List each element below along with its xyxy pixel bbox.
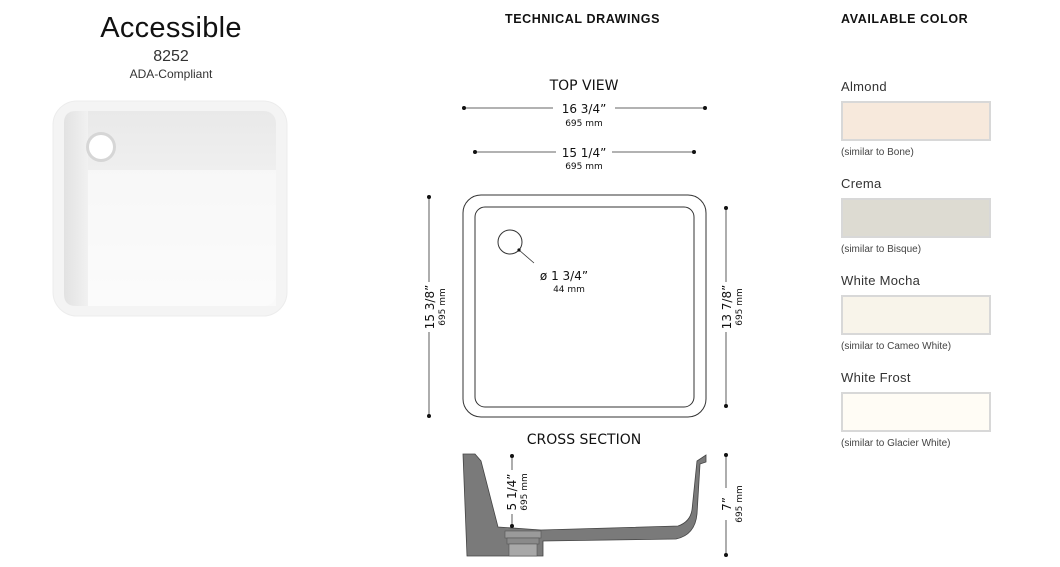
color-option-white-frost[interactable]: White Frost (similar to Glacier White) xyxy=(841,370,1001,467)
cross-section-profile xyxy=(462,453,707,557)
color-swatch[interactable] xyxy=(841,392,991,432)
bowl-depth-dimension: 5 1/4” 695 mm xyxy=(505,454,530,528)
color-swatch[interactable] xyxy=(841,295,991,335)
outer-width-mm: 695 mm xyxy=(565,119,603,129)
bowl-depth-value: 5 1/4” xyxy=(505,474,519,511)
top-view-sink: ø 1 3/4” 44 mm xyxy=(462,194,707,418)
total-depth-value: 7” xyxy=(720,497,734,511)
bowl-depth-mm: 695 mm xyxy=(520,473,530,511)
color-similar-note: (similar to Cameo White) xyxy=(841,341,952,352)
product-image xyxy=(52,100,288,317)
cross-section-label: CROSS SECTION xyxy=(527,432,641,448)
drain-diameter-value: ø 1 3/4” xyxy=(540,269,588,283)
color-option-almond[interactable]: Almond (similar to Bone) xyxy=(841,79,1001,176)
color-list: Almond (similar to Bone) Crema (similar … xyxy=(841,79,1001,467)
right-height-mm: 695 mm xyxy=(735,288,745,326)
technical-drawings-heading: TECHNICAL DRAWINGS xyxy=(505,12,661,26)
available-color-heading: AVAILABLE COLOR xyxy=(841,12,969,26)
left-height-value: 15 3/8” xyxy=(423,285,437,330)
left-height-mm: 695 mm xyxy=(438,288,448,326)
color-similar-note: (similar to Bisque) xyxy=(841,244,922,255)
technical-drawing: TOP VIEW 16 3/4” 695 mm 15 1/4” 695 mm ø… xyxy=(423,78,745,557)
color-option-crema[interactable]: Crema (similar to Bisque) xyxy=(841,176,1001,273)
outer-width-dimension: 16 3/4” 695 mm xyxy=(462,102,707,129)
inner-width-mm: 695 mm xyxy=(565,162,603,172)
color-swatch[interactable] xyxy=(841,198,991,238)
right-height-dimension: 13 7/8” 695 mm xyxy=(720,206,745,408)
color-similar-note: (similar to Bone) xyxy=(841,147,914,158)
color-name: White Mocha xyxy=(841,273,921,288)
color-name: White Frost xyxy=(841,370,911,385)
color-name: Crema xyxy=(841,176,882,191)
drain-diameter-mm: 44 mm xyxy=(553,285,585,295)
color-option-white-mocha[interactable]: White Mocha (similar to Cameo White) xyxy=(841,273,1001,370)
inner-width-value: 15 1/4” xyxy=(562,146,607,160)
outer-width-value: 16 3/4” xyxy=(562,102,607,116)
product-name: Accessible xyxy=(100,12,242,44)
product-header: Accessible 8252 ADA-Compliant xyxy=(40,10,302,81)
color-similar-note: (similar to Glacier White) xyxy=(841,438,951,449)
right-height-value: 13 7/8” xyxy=(720,285,734,330)
total-depth-dimension: 7” 695 mm xyxy=(720,453,745,557)
left-height-dimension: 15 3/8” 695 mm xyxy=(423,195,448,418)
top-view-label: TOP VIEW xyxy=(549,78,619,94)
color-swatch[interactable] xyxy=(841,101,991,141)
product-code: 8252 xyxy=(153,48,189,65)
product-compliance: ADA-Compliant xyxy=(129,67,213,81)
total-depth-mm: 695 mm xyxy=(735,485,745,523)
color-name: Almond xyxy=(841,79,887,94)
inner-width-dimension: 15 1/4” 695 mm xyxy=(473,146,696,172)
